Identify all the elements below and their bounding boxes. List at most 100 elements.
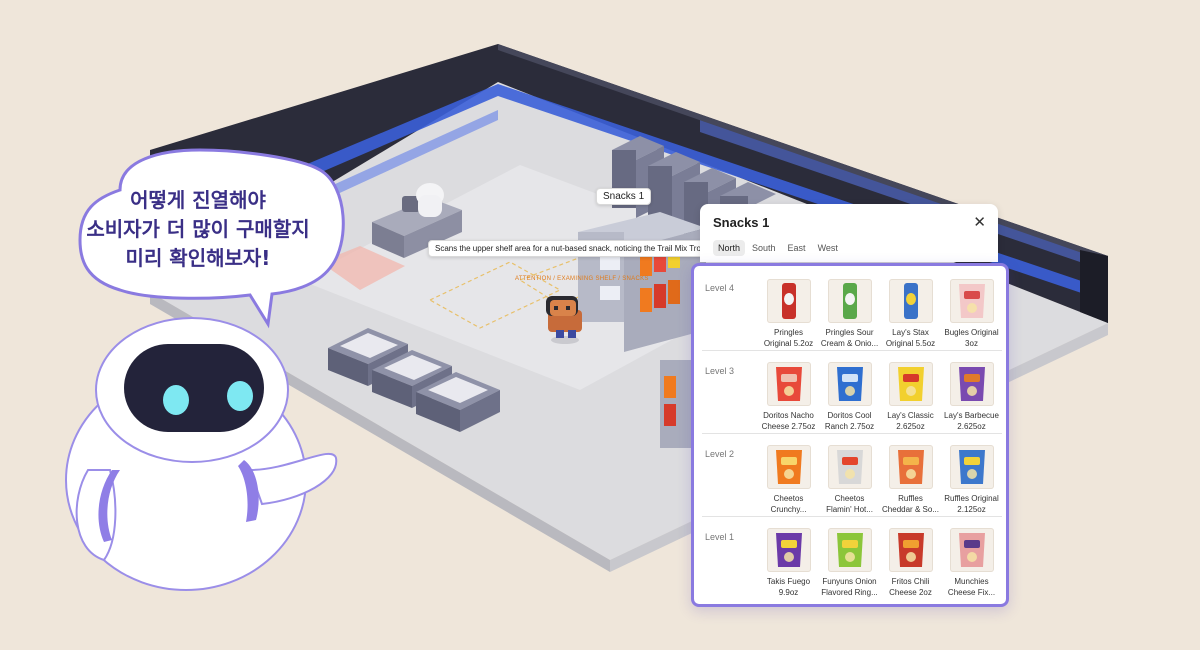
speech-bubble-text: 어떻게 진열해야 소비자가 더 많이 구매할지 미리 확인해보자! xyxy=(64,186,332,273)
product-image xyxy=(766,362,811,406)
shelf-panel-header: Snacks 1 ✕ North South East West xyxy=(700,204,998,262)
product-image xyxy=(827,528,872,572)
product-name-line-2: Flavored Ring... xyxy=(821,587,878,597)
product-name-line-1: Lay's Classic xyxy=(887,411,934,420)
product-image xyxy=(949,279,994,323)
produce-bins xyxy=(328,328,500,432)
product-image xyxy=(888,279,933,323)
product-name-line-1: Munchies xyxy=(954,577,989,586)
product-name-line-1: Cheetos xyxy=(773,494,804,503)
tab-east[interactable]: East xyxy=(787,243,806,253)
product-name-line-1: Pringles Sour xyxy=(825,328,874,337)
product-image xyxy=(888,362,933,406)
level-label: Level 1 xyxy=(705,532,735,542)
tab-south[interactable]: South xyxy=(752,243,776,253)
panel-title: Snacks 1 xyxy=(713,215,770,230)
product-image xyxy=(827,279,872,323)
product-name-line-1: Doritos Cool xyxy=(827,411,872,420)
close-icon[interactable]: ✕ xyxy=(973,213,986,231)
product-name-line-1: Ruffles Original xyxy=(944,494,999,503)
speech-bubble xyxy=(78,148,345,329)
product-image xyxy=(888,445,933,489)
product-image xyxy=(949,528,994,572)
product-name-line-2: Cheese Fix... xyxy=(947,587,996,597)
product-name-line-2: 3oz xyxy=(965,338,978,348)
product-name-line-1: Pringles xyxy=(774,328,803,337)
product-name-line-2: Original 5.5oz xyxy=(885,338,936,348)
product-image xyxy=(827,362,872,406)
mascot-robot xyxy=(65,317,338,591)
shopper-agent xyxy=(546,296,582,344)
product-image xyxy=(766,528,811,572)
product-name-line-1: Fritos Chili xyxy=(891,577,930,586)
product-name-line-2: Crunchy... xyxy=(770,504,807,514)
product-name-line-1: Lay's Barbecue xyxy=(944,411,999,420)
product-name-line-2: Flamin' Hot... xyxy=(826,504,873,514)
product-name-line-2: 2.125oz xyxy=(957,504,986,514)
checkout-zone xyxy=(320,246,405,290)
product-name-line-2: 2.625oz xyxy=(896,421,925,431)
product-name-line-1: Doritos Nacho xyxy=(763,411,814,420)
agent-action-tooltip: Scans the upper shelf area for a nut-bas… xyxy=(428,240,727,257)
product-image xyxy=(827,445,872,489)
bubble-line-2: 소비자가 더 많이 구매할지 xyxy=(86,217,310,241)
level-label: Level 4 xyxy=(705,283,735,293)
product-image xyxy=(766,279,811,323)
product-name-line-2: Ranch 2.75oz xyxy=(824,421,875,431)
tab-north[interactable]: North xyxy=(713,240,746,256)
level-label: Level 3 xyxy=(705,366,735,376)
product-name-line-2: Cheese 2oz xyxy=(889,587,932,597)
agent-status-label: ATTENTION / EXAMINING SHELF / SNACKS xyxy=(515,276,649,282)
direction-tabs: North South East West xyxy=(713,240,843,256)
product-name-line-2: Cheddar & So... xyxy=(882,504,939,514)
product-name-line-1: Cheetos xyxy=(834,494,865,503)
product-name-line-1: Bugles Original xyxy=(944,328,999,337)
product-name-line-1: Takis Fuego xyxy=(766,577,811,586)
tab-west[interactable]: West xyxy=(817,243,838,253)
product-name-line-2: Original 5.2oz xyxy=(763,338,814,348)
shelf-label-tag[interactable]: Snacks 1 xyxy=(596,188,652,205)
product-image xyxy=(766,445,811,489)
bubble-line-1: 어떻게 진열해야 xyxy=(130,188,266,212)
